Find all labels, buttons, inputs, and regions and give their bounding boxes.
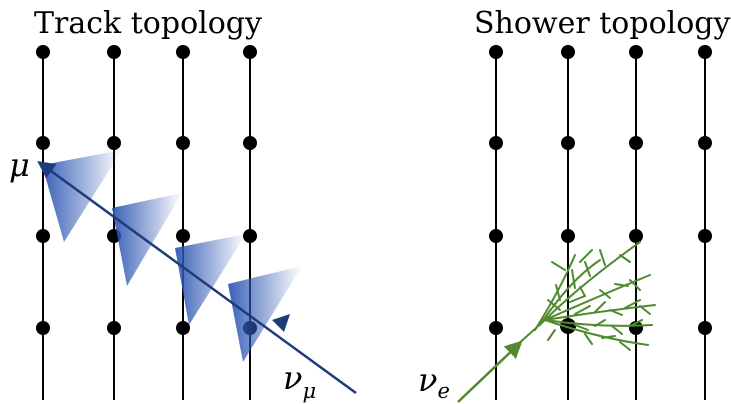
track-detector-strings bbox=[36, 45, 257, 400]
track-panel: Track topology bbox=[9, 6, 357, 403]
muon-track-arrow bbox=[37, 160, 357, 395]
shower-title: Shower topology bbox=[474, 6, 730, 41]
nue-label: νe bbox=[418, 361, 450, 403]
numu-label: νμ bbox=[283, 359, 316, 403]
shower-detector-strings bbox=[489, 45, 712, 400]
neutrino-arrowhead bbox=[272, 314, 290, 332]
detector-string bbox=[176, 45, 190, 400]
particle-shower bbox=[516, 241, 656, 351]
track-title: Track topology bbox=[34, 6, 262, 41]
cherenkov-cone bbox=[228, 266, 302, 362]
electron-neutrino-arrow bbox=[457, 340, 523, 403]
detector-string bbox=[560, 45, 576, 400]
detector-string bbox=[698, 45, 712, 400]
cherenkov-cone bbox=[42, 150, 122, 242]
muon-label: μ bbox=[9, 146, 30, 184]
cherenkov-cones bbox=[42, 150, 302, 362]
detector-string bbox=[629, 45, 643, 400]
detector-string bbox=[489, 45, 503, 400]
detector-string bbox=[36, 45, 50, 400]
cherenkov-cone bbox=[175, 234, 246, 325]
shower-panel: Shower topology bbox=[418, 6, 730, 403]
